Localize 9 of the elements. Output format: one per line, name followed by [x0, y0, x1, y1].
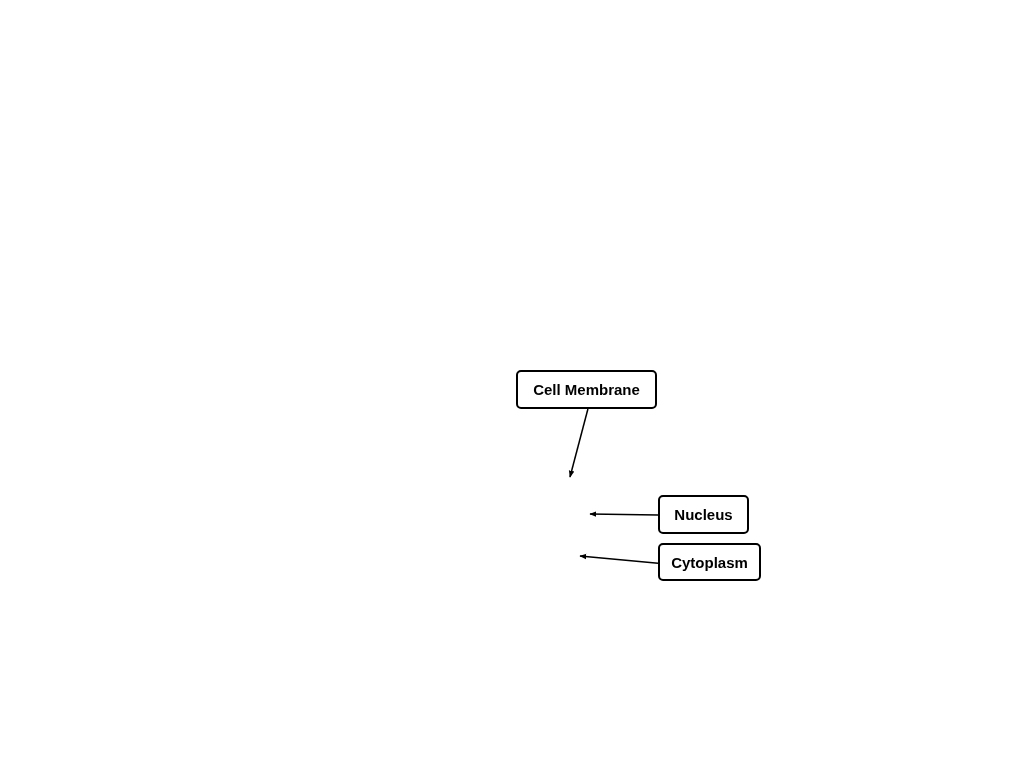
label-text: Cell Membrane	[533, 381, 640, 398]
leader-arrow	[568, 408, 589, 478]
leader-arrow	[589, 511, 659, 517]
label-box	[516, 370, 657, 409]
label-box	[658, 495, 749, 534]
label-text: Nucleus	[674, 506, 733, 523]
label-box	[658, 543, 761, 581]
label-text: Cytoplasm	[671, 553, 748, 571]
leader-arrow	[579, 553, 659, 564]
